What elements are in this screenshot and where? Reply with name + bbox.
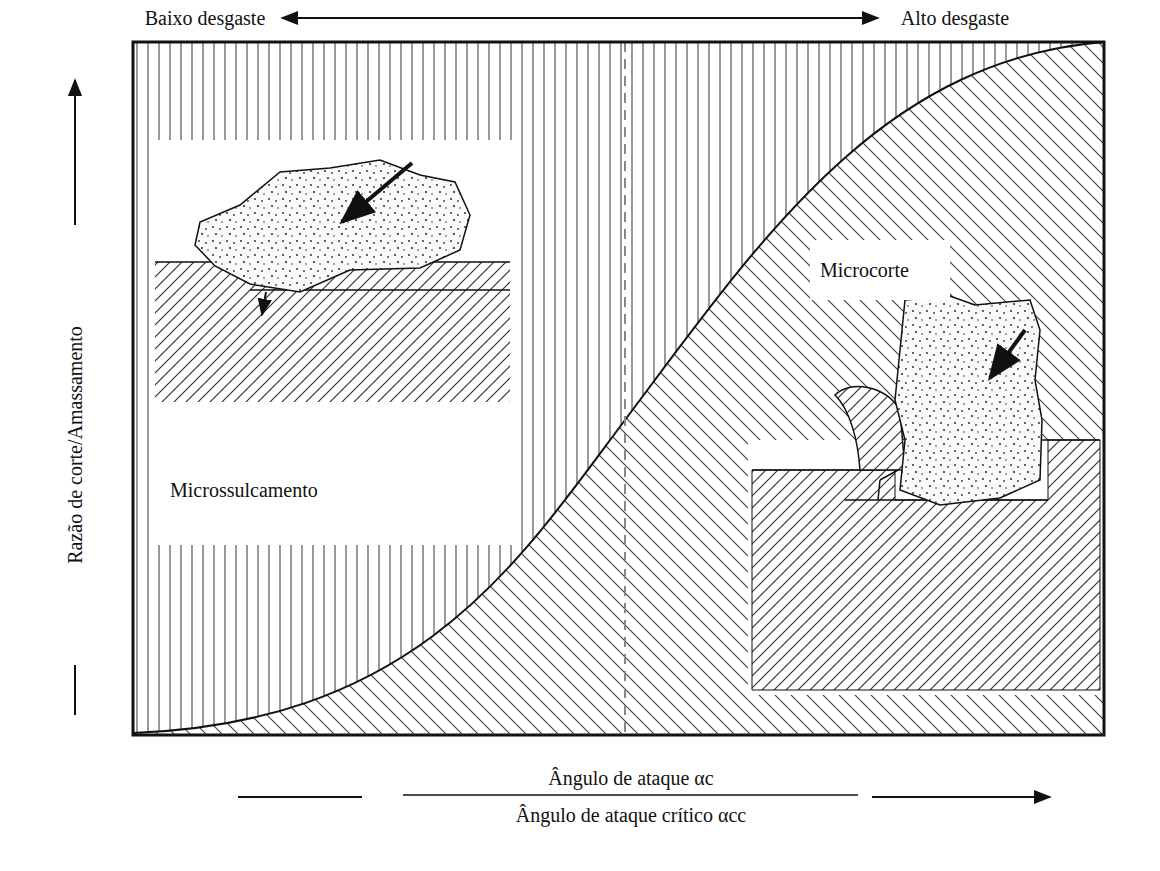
axis-title: Razão de corte/Amassamento: [64, 323, 87, 567]
transition-curve: [133, 42, 1104, 733]
ratio-axis-line: [74, 665, 76, 715]
chart-frame: [133, 42, 1104, 735]
wear-arrow: [282, 17, 878, 19]
plowing-workpiece: [155, 262, 510, 402]
depth-mark: [262, 292, 266, 315]
wear-level-label: Baixo desgaste: [142, 7, 269, 30]
mechanism-label-box: Microcorte: [810, 240, 950, 300]
mechanism-name: Microcorte: [820, 259, 909, 282]
plowing-ground: [150, 140, 512, 545]
cutting-region: [133, 42, 1104, 735]
force-arrow: [342, 163, 412, 222]
fraction-denominator: Ângulo de ataque crítico αcc: [513, 804, 749, 827]
wear-level-label: Alto desgaste: [898, 7, 1012, 30]
abrasive-particle: [195, 160, 470, 292]
angle-arrow: [872, 796, 1050, 798]
force-arrow: [990, 330, 1025, 378]
mechanism-name: Microssulcamento: [170, 479, 318, 502]
ratio-arrow: [74, 80, 76, 225]
angle-axis-line: [238, 796, 362, 798]
fraction-bar: [403, 794, 858, 796]
fraction-numerator: Ângulo de ataque αc: [545, 767, 716, 790]
abrasive-particle: [895, 296, 1042, 505]
mechanism-label-box: Microssulcamento: [160, 440, 420, 540]
rake-angle-mark: [878, 470, 898, 500]
critical-angle-line: [624, 42, 626, 735]
